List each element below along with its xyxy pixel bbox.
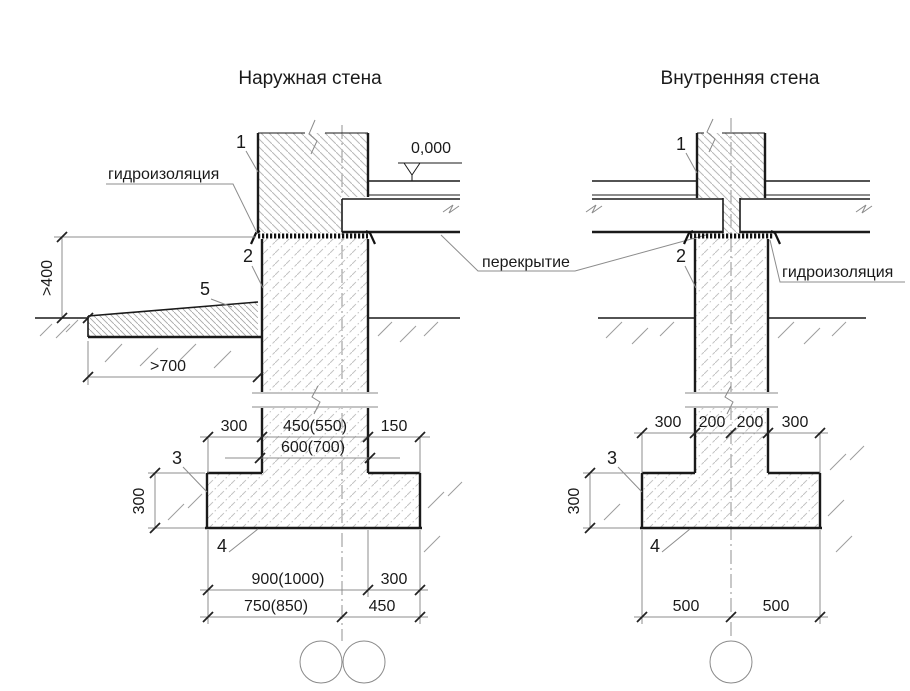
- level-mark: 0,000: [398, 140, 462, 181]
- svg-text:300: 300: [655, 414, 682, 431]
- waterproofing-layer: [682, 230, 782, 245]
- svg-text:200: 200: [737, 414, 764, 431]
- svg-text:500: 500: [673, 598, 700, 615]
- svg-text:450(550): 450(550): [283, 418, 347, 435]
- dim-blind-width: >700: [82, 341, 264, 385]
- callout-footing: 3: [172, 448, 182, 468]
- dim-above-ground: >400: [39, 231, 256, 324]
- level-value: 0,000: [411, 140, 451, 157]
- callout-footing: 3: [607, 448, 617, 468]
- foundation-break-mark: [311, 385, 321, 415]
- svg-text:300: 300: [782, 414, 809, 431]
- axis-bubble: [299, 640, 343, 684]
- svg-text:300: 300: [131, 488, 148, 515]
- wall-break-mark: [706, 118, 716, 153]
- svg-text:600(700): 600(700): [281, 439, 345, 456]
- slab-break-mark: [585, 204, 603, 214]
- left-section-title: Наружная стена: [238, 68, 382, 89]
- left-section: Наружная стена: [35, 68, 707, 684]
- svg-text:300: 300: [566, 488, 583, 515]
- svg-text:300: 300: [381, 571, 408, 588]
- waterproofing-label: гидроизоляция: [108, 166, 219, 183]
- svg-text:750(850): 750(850): [244, 598, 308, 615]
- blind-area: [87, 301, 262, 339]
- dim-row-wall: 300 200 200 300: [634, 414, 828, 473]
- right-section-title: Внутренняя стена: [661, 68, 820, 89]
- svg-text:200: 200: [699, 414, 726, 431]
- callout-base: 4: [217, 536, 227, 556]
- foundation-break-mark: [724, 385, 734, 415]
- axis-bubble: [709, 640, 753, 684]
- svg-text:>700: >700: [150, 358, 186, 375]
- dim-row-wall: 300 450(550) 150: [200, 418, 430, 473]
- svg-text:300: 300: [221, 418, 248, 435]
- floor-slab-label: перекрытие: [482, 254, 570, 271]
- slab-break-mark: [855, 204, 873, 214]
- callout-wall: 1: [236, 132, 246, 152]
- svg-text:150: 150: [381, 418, 408, 435]
- waterproofing-layer: [249, 230, 377, 245]
- dim-row-footing-width: 900(1000) 300: [200, 530, 428, 624]
- floor-slab-left-section: [341, 180, 460, 234]
- svg-text:>400: >400: [39, 260, 56, 296]
- axis-bubble: [342, 640, 386, 684]
- waterproofing-label: гидроизоляция: [782, 264, 893, 281]
- foundation-wall: [683, 239, 780, 473]
- svg-text:900(1000): 900(1000): [252, 571, 325, 588]
- ground-lines: [598, 317, 866, 553]
- dim-row-axes: 750(850) 450: [200, 598, 428, 623]
- svg-text:500: 500: [763, 598, 790, 615]
- callout-base: 4: [650, 536, 660, 556]
- callout-wall: 1: [676, 134, 686, 154]
- dim-row-axes: 500 500: [634, 530, 828, 624]
- dim-row-lower: 600(700): [225, 439, 400, 464]
- slab-break-mark: [442, 204, 460, 214]
- right-section: Внутренняя стена: [566, 68, 905, 684]
- svg-text:450: 450: [369, 598, 396, 615]
- callout-foundation: 2: [243, 246, 253, 266]
- brick-wall: [695, 118, 767, 234]
- footing: [640, 471, 822, 530]
- footing: [205, 471, 422, 530]
- floor-slab-right-section: [585, 180, 873, 234]
- callout-blind-area: 5: [200, 279, 210, 299]
- foundation-wall: [250, 239, 380, 473]
- callout-foundation: 2: [676, 246, 686, 266]
- dim-footing-height: 300: [131, 467, 205, 534]
- dim-footing-height: 300: [566, 467, 640, 534]
- wall-break-mark: [308, 119, 318, 155]
- ground-lines: [35, 312, 463, 553]
